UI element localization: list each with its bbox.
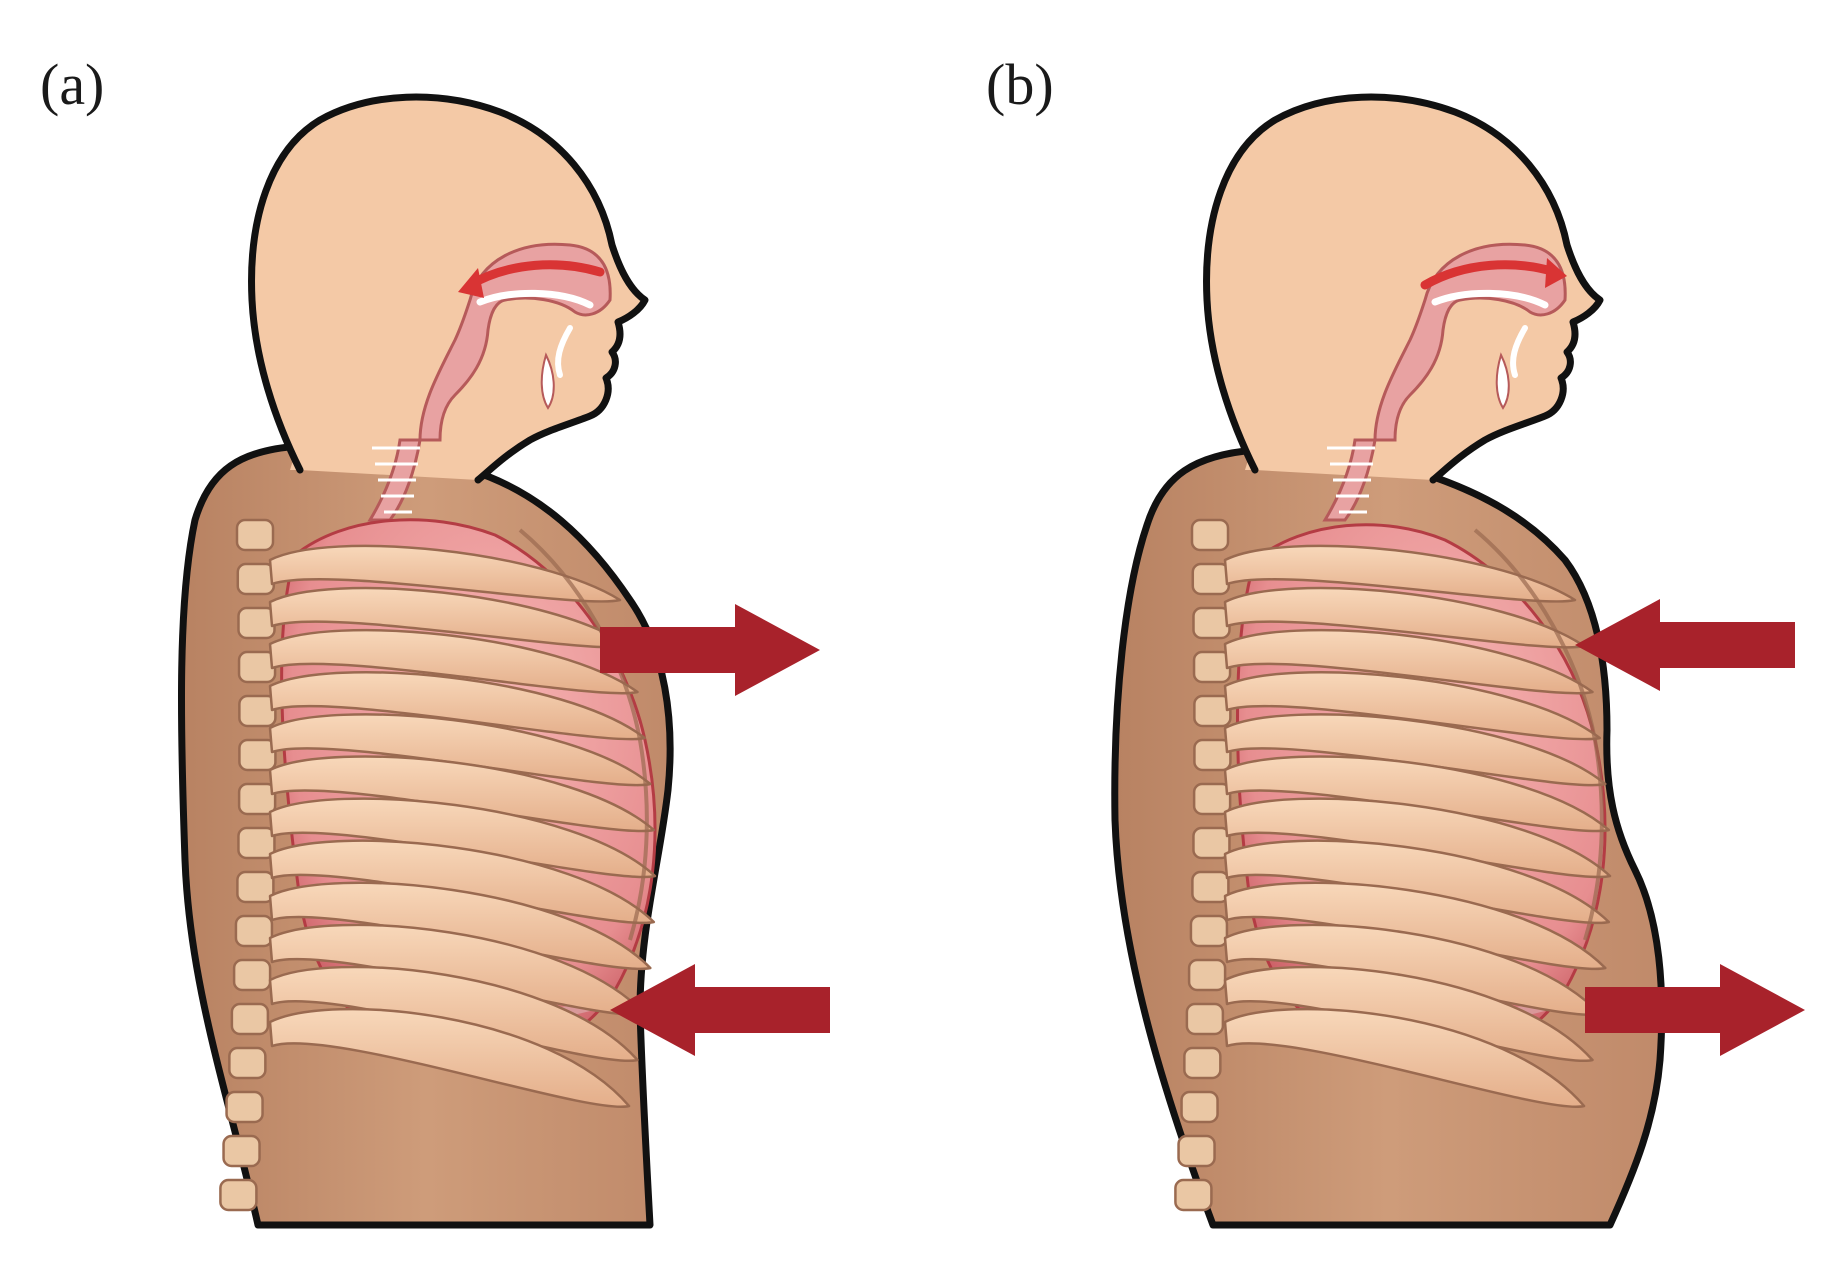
panel-a-chest-breathing (177, 93, 830, 1229)
vertebra (238, 738, 277, 772)
rib (268, 544, 622, 603)
upper-chest-arrow (600, 604, 820, 696)
vertebra (1192, 650, 1232, 684)
tongue-line (1510, 325, 1528, 378)
vertebra (232, 958, 272, 992)
vertebra (1191, 870, 1230, 904)
air-flow (465, 260, 605, 290)
vertebra (1187, 958, 1227, 992)
vertebra (237, 782, 277, 816)
vertebra (1185, 1002, 1225, 1036)
vertebra (228, 1046, 267, 1080)
vertebra (1192, 782, 1232, 816)
vertebra (236, 870, 275, 904)
rib (1223, 881, 1607, 971)
sternum-edge (1473, 528, 1604, 941)
lower-abdomen-arrow (1585, 964, 1805, 1056)
air-flow-head (458, 268, 484, 298)
vertebra (1193, 738, 1232, 772)
vertebra (1183, 1046, 1222, 1080)
rib (1223, 713, 1607, 787)
mouth-gap (1495, 352, 1510, 410)
vertebra (236, 562, 276, 596)
vertebra (1193, 694, 1232, 728)
rib (1223, 544, 1577, 603)
rib (268, 671, 646, 741)
vertebra (225, 1090, 264, 1124)
vertebra (1192, 606, 1231, 640)
vertebra (1190, 518, 1230, 552)
rib (268, 628, 639, 695)
mouth-gap (540, 352, 555, 410)
vertebra (222, 1134, 261, 1168)
vertebra (1174, 1178, 1213, 1212)
vertebra (1191, 562, 1231, 596)
vertebra (1189, 914, 1229, 948)
palate (1431, 289, 1549, 309)
vertebra (219, 1178, 258, 1212)
vertebra (235, 518, 275, 552)
upper-chest-arrow (1575, 599, 1795, 691)
vertebra (1180, 1090, 1219, 1124)
rib (268, 881, 652, 971)
vertebra (230, 1002, 270, 1036)
tongue-line (555, 325, 573, 378)
air-flow (1420, 260, 1560, 290)
lower-abdomen-arrow (610, 964, 830, 1056)
sternum-edge (518, 528, 649, 941)
vertebra (234, 914, 274, 948)
panel-label-a: (a) (40, 52, 105, 117)
rib (1223, 797, 1612, 879)
vertebra (238, 694, 277, 728)
rib (268, 797, 657, 879)
rib (268, 713, 652, 787)
rib (1223, 1007, 1586, 1109)
vertebra (237, 606, 276, 640)
rib (1223, 755, 1611, 833)
rib (268, 839, 656, 925)
vertebra (237, 650, 277, 684)
panel-label-b: (b) (986, 52, 1054, 117)
panel-b-abdominal-breathing (1111, 93, 1805, 1229)
rib (268, 1007, 631, 1109)
vertebra (237, 826, 276, 860)
vertebra (1192, 826, 1231, 860)
rib (1223, 839, 1611, 925)
vertebra (1177, 1134, 1216, 1168)
palate (476, 289, 594, 309)
rib (1223, 671, 1601, 741)
rib (1223, 628, 1594, 695)
air-flow-head (1545, 258, 1567, 288)
rib (268, 755, 656, 833)
